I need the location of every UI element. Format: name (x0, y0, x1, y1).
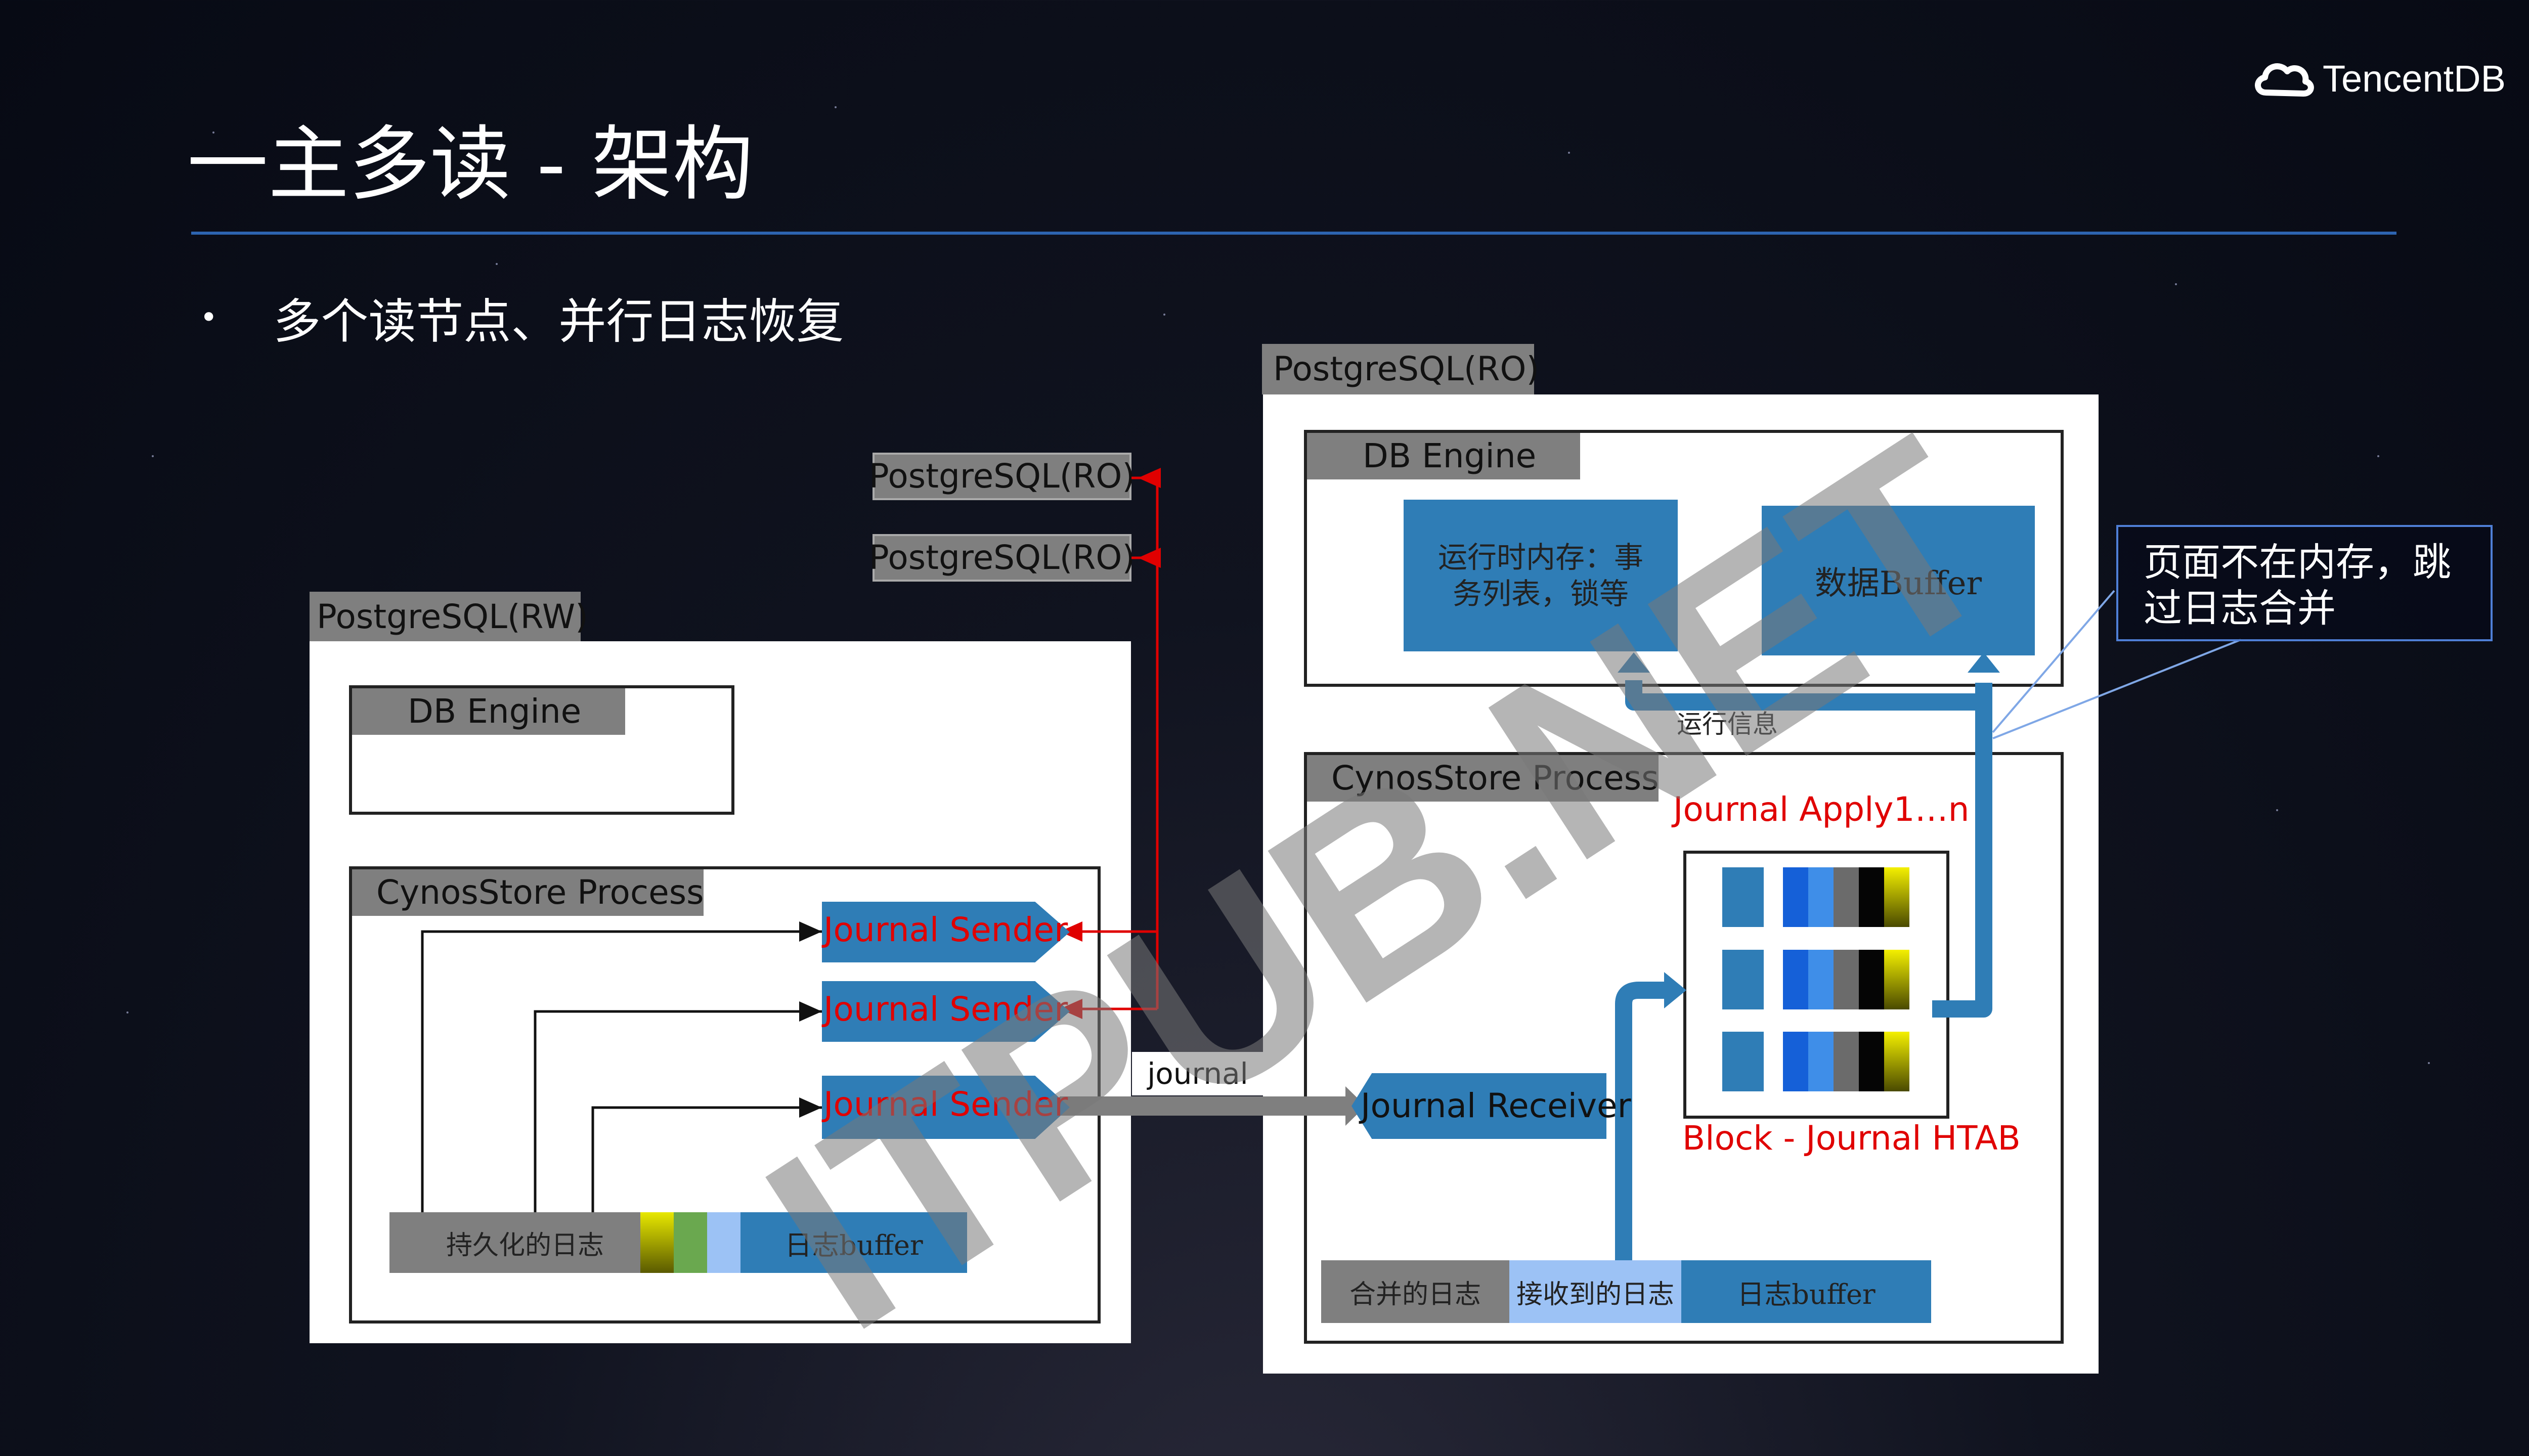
persisted-log-text: 持久化的日志 (446, 1230, 604, 1261)
ro-log-buffer-segment: 日志buffer (1681, 1260, 1931, 1323)
journal-sender-2-label: Journal Sender (823, 990, 1068, 1029)
journal-receiver-label: Journal Receiver (1361, 1086, 1631, 1125)
htab-entry-cell (1859, 867, 1884, 927)
ro-log-buffer-text: 日志buffer (1737, 1278, 1876, 1310)
ro-db-engine-label: DB Engine (1307, 433, 1580, 479)
htab-entry-cell (1783, 867, 1808, 927)
htab-entry-cell (1884, 867, 1909, 927)
htab-entry-cell (1859, 1032, 1884, 1091)
data-buffer-text: 数据Buffer (1814, 565, 1982, 602)
htab-key-cell (1722, 867, 1764, 927)
merged-log-segment: 合并的日志 (1321, 1260, 1509, 1323)
rw-cynosstore-box (349, 866, 1101, 1323)
rw-log-buffer-text: 日志buffer (784, 1229, 923, 1261)
rw-node-label: PostgreSQL(RW) (310, 592, 588, 642)
htab-entry-cell (1834, 867, 1859, 927)
received-log-segment: 接收到的日志 (1509, 1260, 1681, 1323)
rw-db-engine-box (349, 685, 734, 815)
journal-sender-1-label: Journal Sender (823, 910, 1068, 949)
ro-blue-arrows (1615, 680, 1992, 1264)
htab-entry-cell (1859, 950, 1884, 1009)
htab-entry-cell (1884, 1032, 1909, 1091)
log-block-green (674, 1212, 707, 1273)
rw-log-buffer-segment: 日志buffer (740, 1212, 967, 1273)
skip-merge-callout-text: 页面不在内存，跳过日志合并 (2144, 540, 2451, 631)
runtime-memory-text: 运行时内存：事务列表，锁等 (1437, 540, 1643, 611)
bullet-text: 多个读节点、并行日志恢复 (273, 294, 844, 349)
callout-pointer (1992, 590, 2241, 739)
ro-cynosstore-box (1304, 752, 2064, 1344)
journal-sender-3 (822, 1076, 1070, 1139)
runtime-info-label: 运行信息 (1677, 710, 1778, 739)
htab-entry-cell (1783, 1032, 1808, 1091)
ro-cynosstore-label: CynosStore Process (1307, 755, 1659, 802)
title-rule (191, 232, 2396, 235)
logo-text: TencentDB (2323, 57, 2506, 100)
journal-arrow (1060, 1086, 1366, 1126)
bullet-dot: • (200, 300, 218, 335)
journal-receiver (1351, 1073, 1606, 1139)
log-block-yellow (640, 1212, 674, 1273)
persisted-log-segment: 持久化的日志 (389, 1212, 640, 1273)
ro-small-label-1: PostgreSQL(RO) (869, 453, 1135, 500)
journal-sender-2 (822, 981, 1070, 1042)
tencentdb-logo: TencentDB (2251, 51, 2506, 106)
slide-title: 一主多读 - 架构 (187, 117, 754, 211)
ro-blue-arrowheads (1618, 652, 2000, 1008)
received-log-text: 接收到的日志 (1516, 1279, 1674, 1310)
merged-log-text: 合并的日志 (1349, 1279, 1481, 1310)
htab-label: Block - Journal HTAB (1682, 1119, 2021, 1158)
log-block-lightblue (707, 1212, 740, 1273)
htab-entry-cell (1808, 950, 1834, 1009)
journal-label: journal (1132, 1052, 1263, 1095)
htab-entry-cell (1783, 950, 1808, 1009)
ro-small-label-2: PostgreSQL(RO) (869, 534, 1135, 582)
rw-db-engine-label: DB Engine (352, 688, 625, 735)
cloud-icon (2255, 63, 2314, 97)
journal-sender-1 (822, 902, 1070, 962)
skip-merge-callout: 页面不在内存，跳过日志合并 (2116, 525, 2493, 641)
data-buffer-box: 数据Buffer (1762, 506, 2035, 655)
htab-box (1683, 851, 1949, 1119)
htab-entry-cell (1834, 1032, 1859, 1091)
journal-apply-label: Journal Apply1…n (1673, 790, 1970, 829)
htab-entry-cell (1834, 950, 1859, 1009)
htab-entry-cell (1808, 1032, 1834, 1091)
runtime-memory-box: 运行时内存：事务列表，锁等 (1404, 500, 1678, 651)
ro-db-engine-box (1304, 430, 2064, 687)
htab-key-cell (1722, 950, 1764, 1009)
htab-entry-cell (1808, 867, 1834, 927)
bullet-item: • 多个读节点、并行日志恢复 (200, 283, 844, 352)
ro-request-lines (1060, 468, 1161, 1019)
htab-key-cell (1722, 1032, 1764, 1091)
rw-cynosstore-label: CynosStore Process (352, 869, 704, 916)
feed-lines (421, 921, 822, 1214)
htab-entry-cell (1884, 950, 1909, 1009)
ro-node-label: PostgreSQL(RO) (1262, 344, 1539, 394)
journal-sender-3-label: Journal Sender (823, 1085, 1068, 1124)
